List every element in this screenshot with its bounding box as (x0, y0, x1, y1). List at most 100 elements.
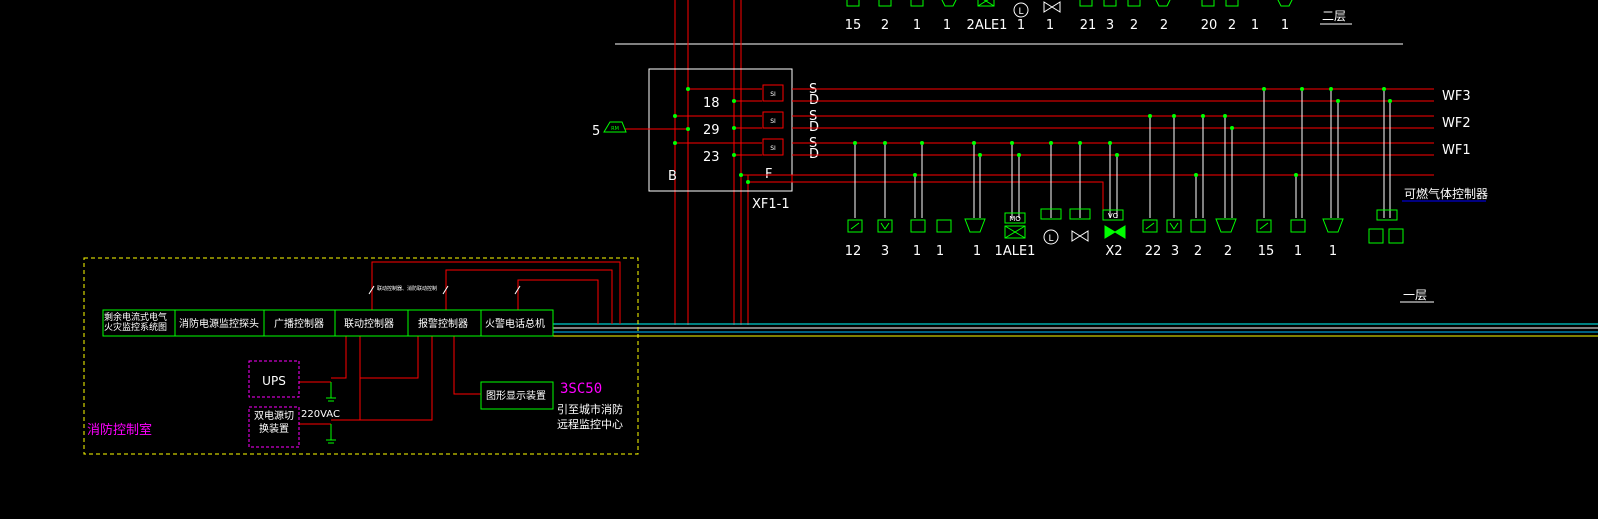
switch-mark-icon (514, 285, 521, 295)
gas-detector-icon (1388, 228, 1404, 244)
junction-dot (1223, 114, 1227, 118)
junction-dot (1194, 173, 1198, 177)
speaker-icon (1155, 0, 1171, 7)
junction-dot (1300, 87, 1304, 91)
junction-dot (1049, 141, 1053, 145)
upper-floor-count: 15 (845, 18, 862, 33)
device-count: 1 (913, 244, 921, 259)
switch-mark-icon (368, 285, 375, 295)
input-module-icon (1069, 208, 1091, 220)
junction-dot (920, 141, 924, 145)
manual-call-point-icon (1190, 219, 1206, 233)
heat-detector-icon (878, 0, 892, 7)
junction-dot (673, 114, 677, 118)
junction-dot (1262, 87, 1266, 91)
input-module-icon (1040, 208, 1062, 220)
panel-loop-29: 29 (703, 123, 720, 138)
linkage-switch-marks (368, 285, 521, 295)
upper-floor-count: 2ALE1 (967, 18, 1008, 33)
junction-dot (1017, 153, 1021, 157)
junction-dot (853, 141, 857, 145)
device-count: 1 (1294, 244, 1302, 259)
junction-dot (913, 173, 917, 177)
mo-module-icon (1004, 212, 1026, 224)
smoke-detector-mark-icon (1259, 222, 1269, 230)
junction-dot (1230, 126, 1234, 130)
si-module-label: SI (770, 91, 776, 98)
graphic-display-label: 图形显示装置 (486, 389, 546, 402)
input-module-tag: I (1050, 211, 1052, 219)
junction-dot (1148, 114, 1152, 118)
speaker-icon (1215, 218, 1237, 233)
junction-dot (1172, 114, 1176, 118)
input-module-tag: I (1079, 211, 1081, 219)
panel-loop-23: 23 (703, 150, 720, 165)
junction-dot (732, 126, 736, 130)
bus-label-wf2: WF2 (1442, 116, 1471, 131)
gas-controller-label: 可燃气体控制器 (1404, 186, 1488, 201)
device-symbols (847, 208, 1404, 244)
heat-detector-icon (1103, 0, 1117, 7)
relay-module-label: RM (611, 126, 619, 132)
device-count: X2 (1105, 244, 1122, 259)
junction-dot (1388, 99, 1392, 103)
device-count: 2 (1194, 244, 1202, 259)
riser-lines (674, 0, 749, 325)
speaker-icon (941, 0, 957, 7)
junction-dot (1382, 87, 1386, 91)
floor-label: 一层 (1403, 288, 1427, 302)
valve-icon (1071, 230, 1089, 242)
upper-floor-count: 2 (881, 18, 889, 33)
vo-module-icon (1102, 209, 1124, 221)
equipment-row-dividers (174, 310, 482, 336)
control-room-title: 消防控制室 (87, 422, 152, 438)
link-wire (360, 336, 419, 379)
trunk-lines (553, 323, 1598, 337)
upper-floor-count: 2 (1130, 18, 1138, 33)
si-module-label: SI (770, 118, 776, 125)
link-wire (445, 269, 613, 324)
junction-dot (1108, 141, 1112, 145)
voltage-label: 220VAC (301, 409, 340, 420)
alarm-bell-icon (977, 0, 995, 7)
equipment-residual-current: 剩余电流式电气火灾监控系统图 (104, 313, 167, 333)
smoke-detector-mark-icon (850, 222, 860, 230)
alarm-bell-cross-b-icon (1004, 225, 1026, 239)
fire-control-room: 消防控制室 联动控制器、消防联动控制 (83, 257, 639, 455)
hydrant-button-icon (936, 219, 952, 233)
smoke-detector-icon (1201, 0, 1215, 7)
junction-dot (746, 180, 750, 184)
speaker-icon (1322, 218, 1344, 233)
remote-monitor-text: 引至城市消防远程监控中心 (557, 403, 623, 431)
switch-mark-icon (442, 285, 449, 295)
manual-call-point-icon (910, 0, 924, 7)
panel-b-label: B (668, 169, 677, 184)
device-count: 1ALE1 (995, 244, 1036, 259)
junction-dot (673, 141, 677, 145)
manual-call-point-icon (1225, 0, 1239, 7)
dual-power-text: 双电源切换装置 (254, 411, 294, 435)
panel-modules (762, 84, 784, 156)
alarm-bell-icon (1004, 225, 1026, 239)
ups-box (248, 360, 300, 398)
panel-internal-wiring (625, 88, 1104, 210)
heat-detector-icon (877, 219, 893, 233)
bus-label-wf3: WF3 (1442, 89, 1471, 104)
equipment-linkage-controller: 联动控制器 (344, 317, 394, 330)
junction-dot (1294, 173, 1298, 177)
upper-floor-count: 1 (1046, 18, 1054, 33)
lamp-icon (1013, 2, 1029, 18)
link-wire (453, 336, 481, 395)
gas-controller-module-icon (1376, 209, 1398, 221)
si-module-label: SI (770, 145, 776, 152)
motorized-valve-icon (1104, 225, 1126, 239)
device-count: 1 (973, 244, 981, 259)
junction-dot (972, 141, 976, 145)
panel-box (648, 68, 793, 192)
upper-floor-count: 3 (1106, 18, 1114, 33)
upper-floor-count: 2 (1228, 18, 1236, 33)
